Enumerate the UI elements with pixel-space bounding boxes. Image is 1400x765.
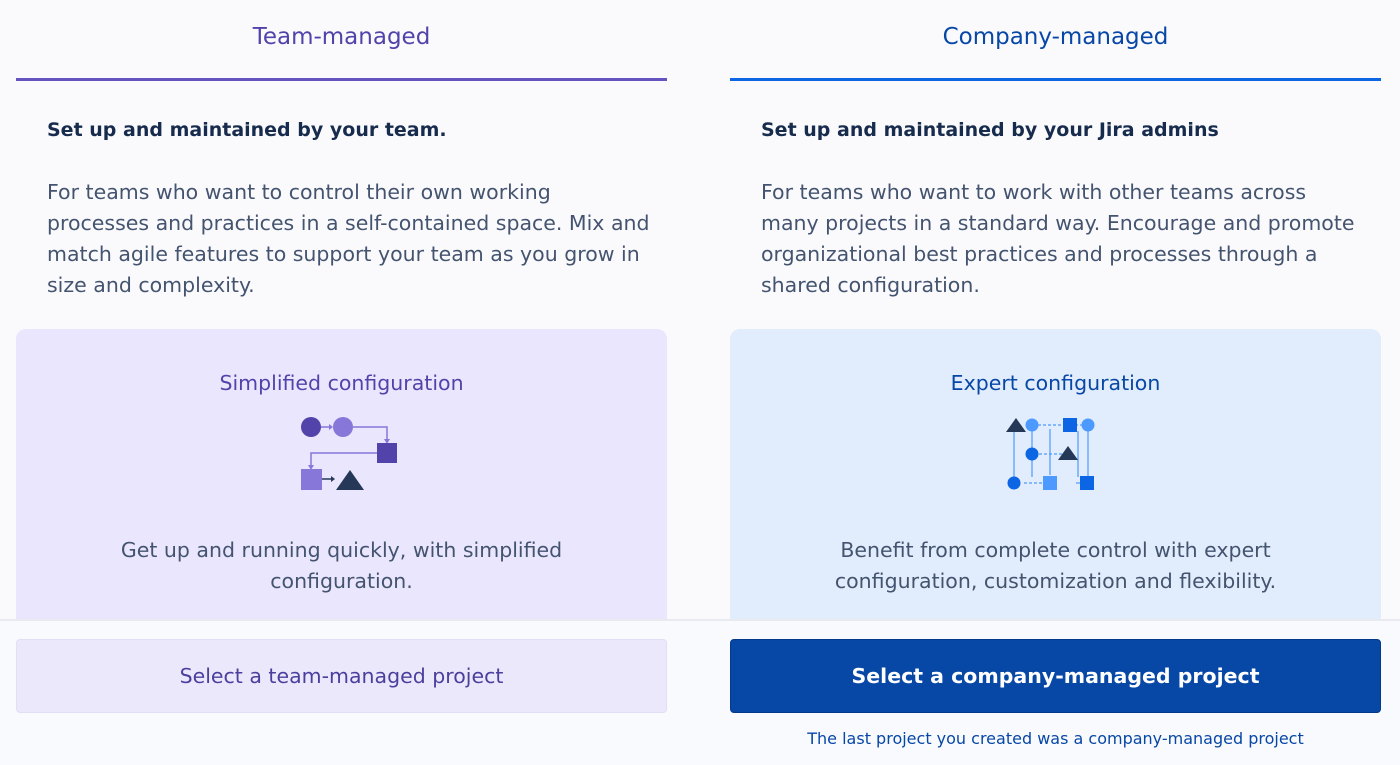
- expert-configuration-title: Expert configuration: [950, 371, 1161, 395]
- simplified-configuration-text: Get up and running quickly, with simplif…: [120, 538, 563, 593]
- select-company-managed-button[interactable]: Select a company-managed project: [730, 639, 1381, 713]
- tab-company-managed-label: Company-managed: [942, 24, 1169, 50]
- expert-configuration-card: Expert configuration: [730, 329, 1381, 649]
- complex-workflow-icon: [1005, 418, 1094, 490]
- simple-workflow-icon: [300, 417, 397, 490]
- simplified-configuration-title: Simplified configuration: [219, 371, 464, 395]
- team-managed-column: Team-managed Set up and maintained by yo…: [16, 0, 667, 649]
- expert-configuration-text: Benefit from complete control with exper…: [834, 538, 1277, 593]
- tab-team-managed-label: Team-managed: [252, 24, 431, 50]
- team-managed-subtitle: Set up and maintained by your team.: [47, 119, 447, 141]
- tab-team-managed[interactable]: Team-managed: [16, 0, 667, 81]
- last-project-note: The last project you created was a compa…: [807, 729, 1304, 748]
- company-managed-column: Company-managed Set up and maintained by…: [730, 0, 1381, 649]
- company-managed-subtitle: Set up and maintained by your Jira admin…: [761, 119, 1219, 141]
- team-managed-description: For teams who want to control their own …: [47, 180, 650, 297]
- select-team-managed-button[interactable]: Select a team-managed project: [16, 639, 667, 713]
- simplified-configuration-card: Simplified configuration Get up and runn…: [16, 329, 667, 649]
- tab-company-managed[interactable]: Company-managed: [730, 0, 1381, 81]
- company-managed-description: For teams who want to work with other te…: [761, 180, 1355, 297]
